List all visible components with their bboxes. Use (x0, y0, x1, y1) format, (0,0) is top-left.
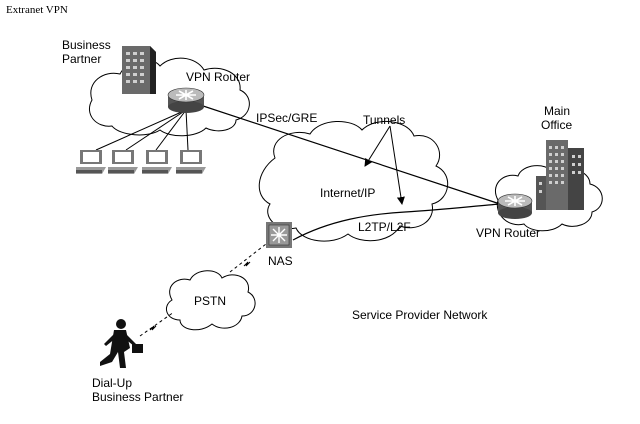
business-partner-label-line2: Partner (62, 52, 102, 66)
main-office-label-line2: Office (541, 118, 573, 132)
business-partner-label-line1: Business (62, 38, 111, 52)
service-provider-network-label: Service Provider Network (352, 308, 488, 322)
nas-label: NAS (268, 254, 293, 268)
diagram-title: Extranet VPN (6, 4, 68, 16)
ipsec-tunnel-line (187, 100, 501, 205)
modem-signal-icon (149, 325, 157, 331)
workstation-icon (142, 150, 172, 174)
pstn-label: PSTN (194, 294, 227, 308)
dialup-label-line1: Dial-Up (92, 376, 133, 390)
modem-signal-icon (243, 261, 251, 267)
vpn-router-right-label: VPN Router (476, 226, 541, 240)
l2tp-l2f-label: L2TP/L2F (358, 220, 411, 234)
dialup-label-line2: Business Partner (92, 390, 184, 404)
person-icon (100, 319, 143, 368)
tunnels-arrow-2 (389, 125, 405, 205)
l2tp-tunnel-line (292, 203, 501, 241)
ipsec-gre-label: IPSec/GRE (256, 111, 318, 125)
router-icon (497, 193, 533, 219)
workstation-icon (76, 150, 106, 174)
internet-ip-label: Internet/IP (320, 186, 376, 200)
main-office-label-line1: Main (544, 104, 571, 118)
workstation-icon (108, 150, 138, 174)
building-icon (122, 46, 156, 94)
vpn-router-left-label: VPN Router (186, 70, 251, 84)
tunnels-arrow-1 (364, 125, 391, 167)
dialup-links (139, 243, 267, 337)
building-icon (536, 140, 584, 210)
pstn-cloud (165, 270, 256, 331)
router-icon (167, 87, 205, 113)
workstation-icon (176, 150, 206, 174)
partner-lan-lines (95, 109, 189, 151)
tunnels-label: Tunnels (363, 113, 406, 127)
nas-icon (266, 222, 292, 248)
